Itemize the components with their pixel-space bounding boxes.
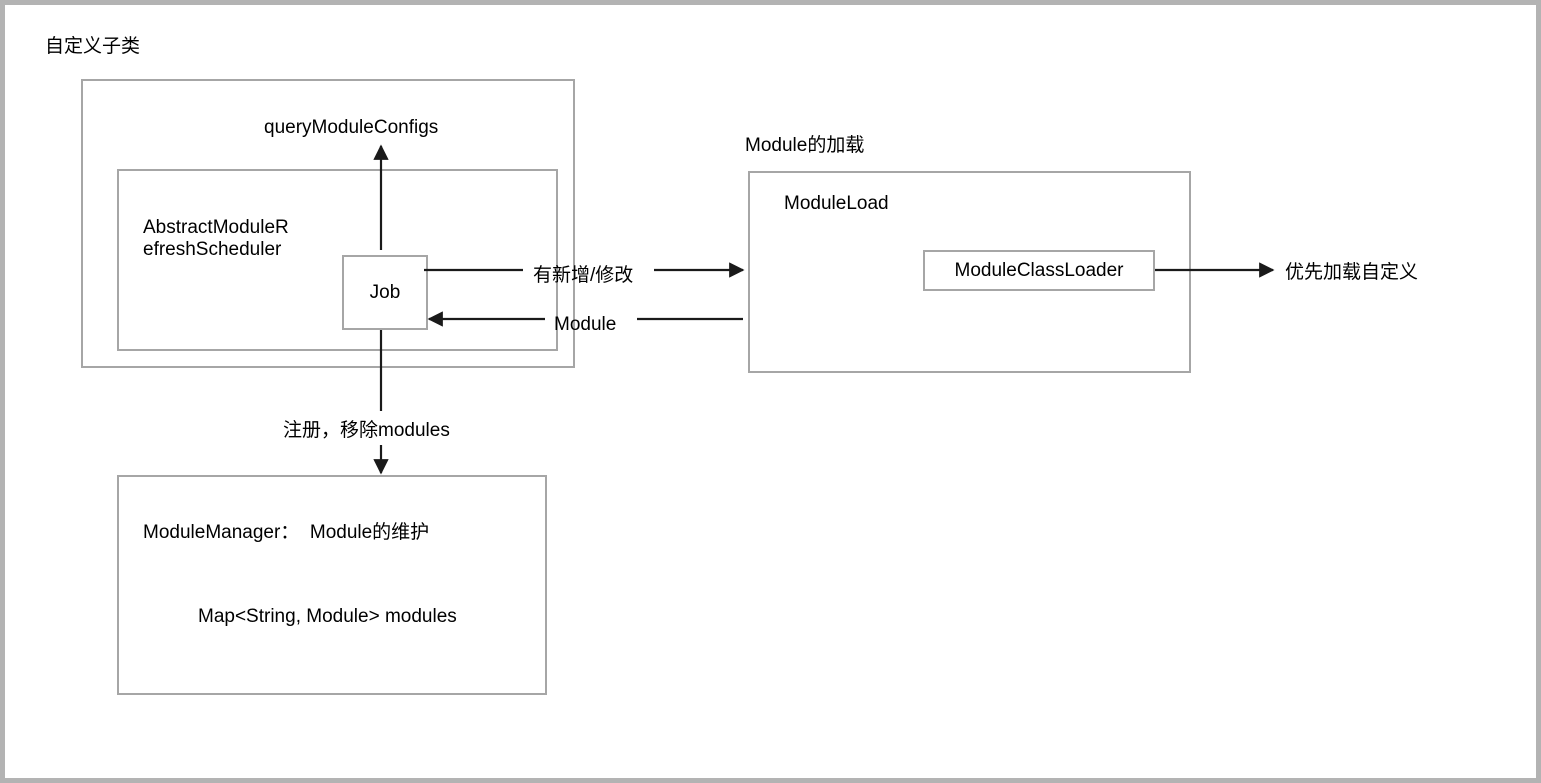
module-manager-box (117, 475, 547, 695)
module-manager-label: ModuleManager： Module的维护 (143, 522, 430, 543)
outer-container-box (81, 79, 575, 368)
annotation-prefer-custom-loading: 优先加载自定义 (1285, 262, 1419, 283)
edge-label-new-or-modified: 有新增/修改 (533, 265, 634, 286)
job-box[interactable]: Job (342, 255, 428, 330)
query-module-configs-label: queryModuleConfigs (264, 117, 439, 138)
module-load-box (748, 171, 1191, 373)
section-label-module-loading: Module的加载 (745, 135, 865, 156)
section-label-custom-subclass: 自定义子类 (45, 36, 141, 57)
edge-label-register-remove-modules: 注册，移除modules (283, 420, 450, 441)
module-load-label: ModuleLoad (784, 193, 889, 214)
abstract-module-refresh-scheduler-label: AbstractModuleR efreshScheduler (143, 217, 289, 260)
abstract-module-refresh-scheduler-box (117, 169, 558, 351)
edge-label-module: Module (554, 314, 617, 335)
module-class-loader-box[interactable]: ModuleClassLoader (923, 250, 1155, 291)
module-manager-map-label: Map<String, Module> modules (198, 606, 457, 627)
